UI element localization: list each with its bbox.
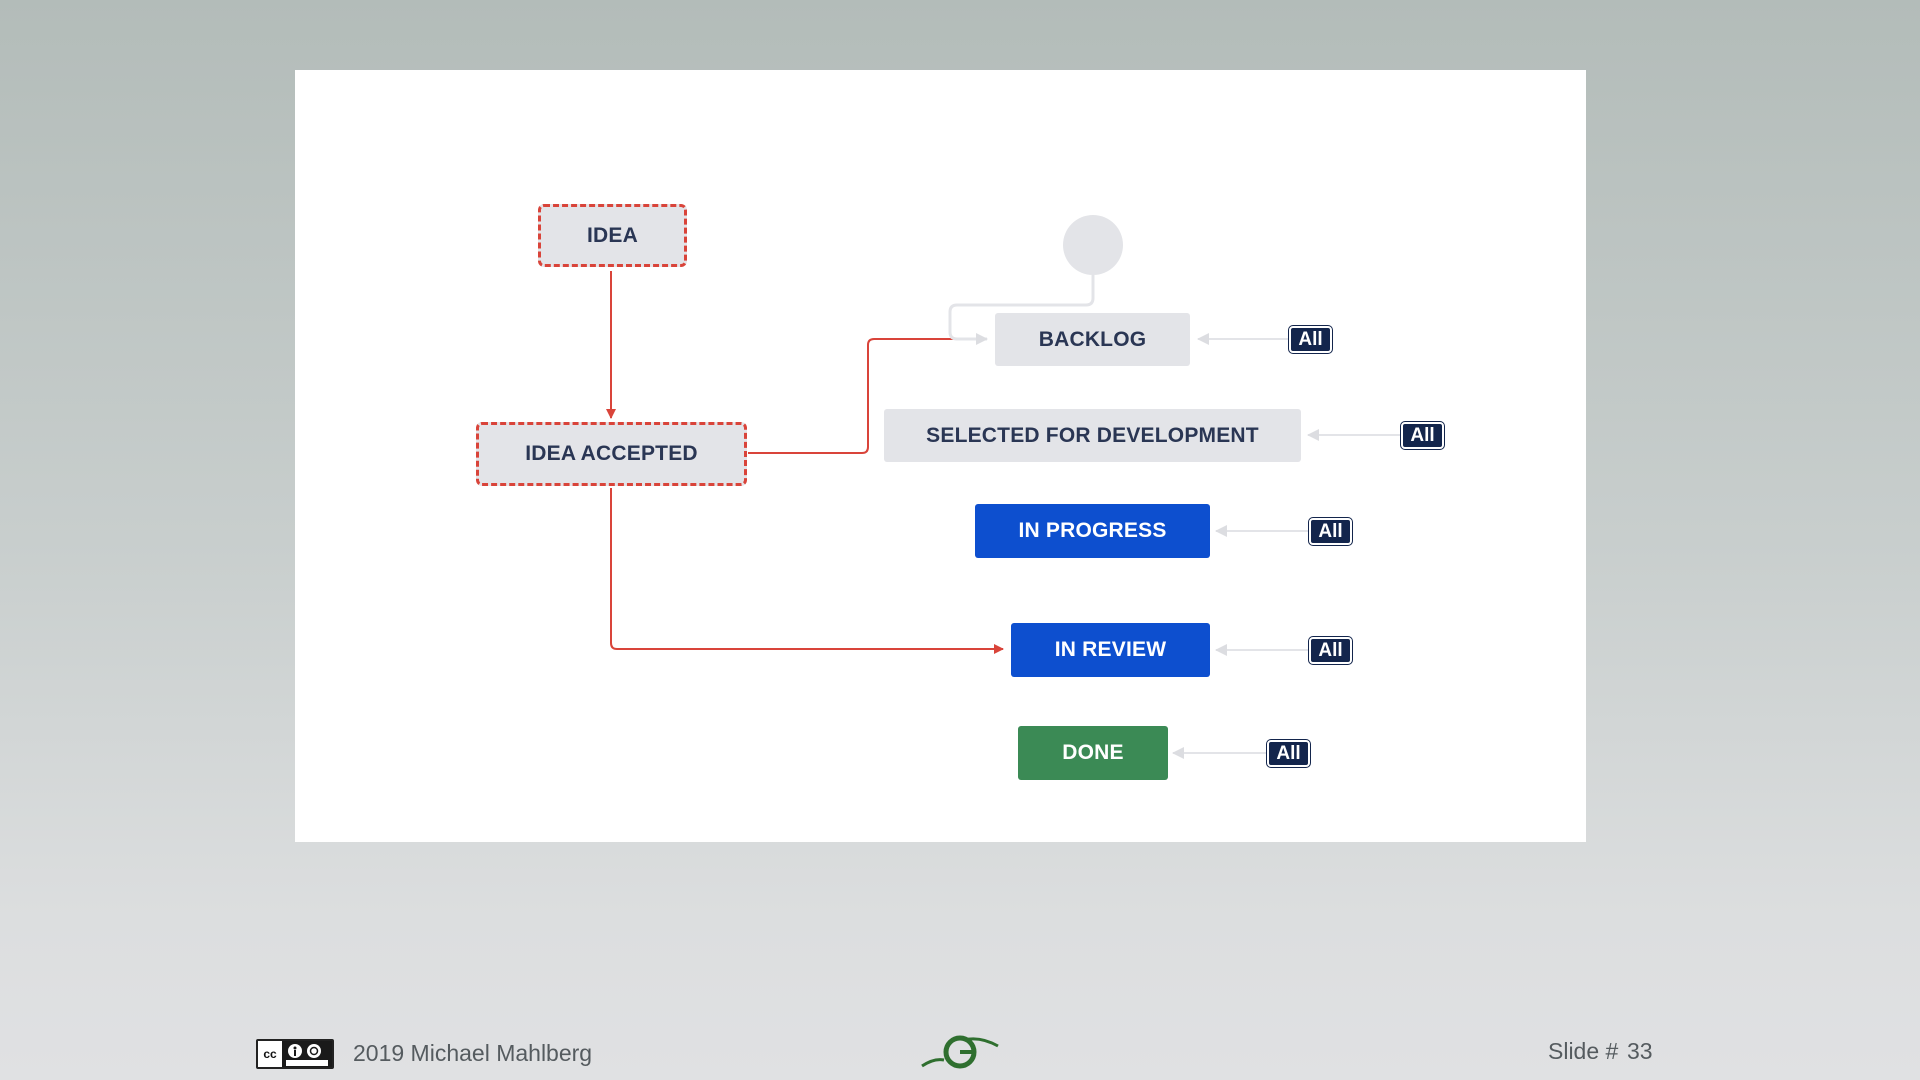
- arrow-accepted-to-review: [610, 488, 1004, 654]
- node-in-progress: IN PROGRESS: [975, 504, 1210, 558]
- badge-all-backlog: All: [1288, 325, 1333, 354]
- slide-number: 33: [1627, 1038, 1653, 1064]
- node-selected-for-development: SELECTED FOR DEVELOPMENT: [884, 409, 1301, 462]
- cc-by-sa-icon: cc: [256, 1039, 334, 1069]
- copyright-text: 2019 Michael Mahlberg: [353, 1040, 593, 1066]
- start-circle: [1063, 215, 1123, 275]
- node-in-review: IN REVIEW: [1011, 623, 1210, 677]
- diagram-panel: IDEA IDEA ACCEPTED BACKLOG SELECTED FOR …: [295, 70, 1586, 842]
- connector-layer: [606, 271, 1401, 759]
- badge-all-in-progress: All: [1308, 517, 1353, 546]
- badge-all-in-review: All: [1308, 636, 1353, 665]
- logo-icon: [921, 1035, 999, 1069]
- node-idea-accepted: IDEA ACCEPTED: [476, 422, 747, 486]
- badge-all-done: All: [1266, 739, 1311, 768]
- slide-label: Slide #: [1548, 1038, 1619, 1064]
- node-idea: IDEA: [538, 204, 687, 267]
- arrow-accepted-to-backlog: [748, 334, 986, 454]
- node-backlog: BACKLOG: [995, 313, 1190, 366]
- node-done: DONE: [1018, 726, 1168, 780]
- badge-all-selected: All: [1400, 421, 1445, 450]
- arrow-start-to-backlog: [948, 275, 1095, 345]
